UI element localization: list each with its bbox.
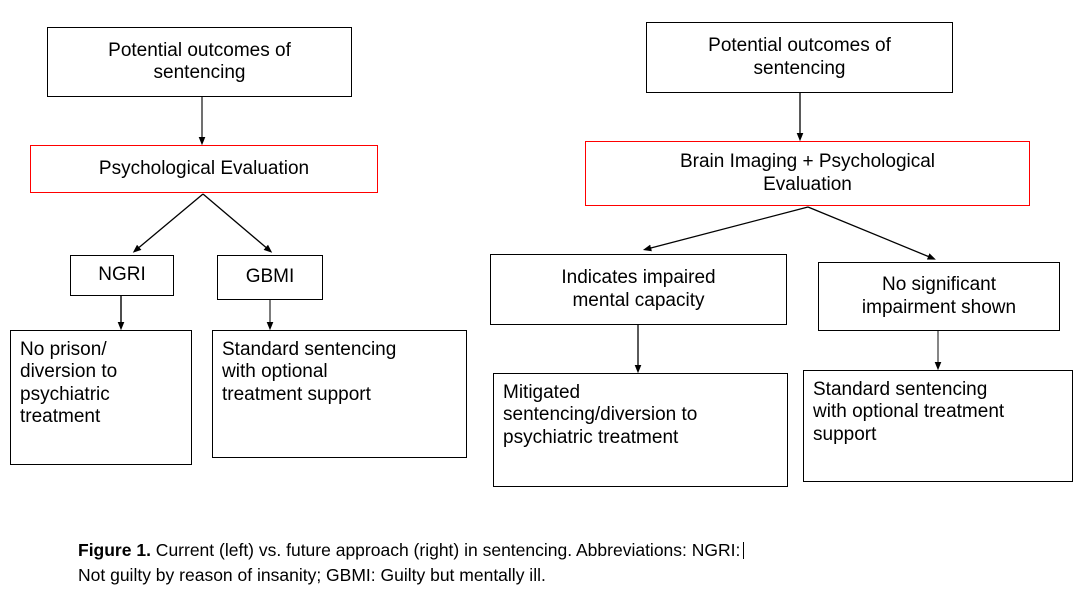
text-cursor-caret	[743, 542, 745, 559]
node-left-evaluation-label: Psychological Evaluation	[98, 157, 310, 179]
figure-caption-number: Figure 1.	[78, 540, 151, 560]
node-left-evaluation[interactable]: Psychological Evaluation	[30, 145, 378, 193]
edge-left-evaluation-to-gbmi	[202, 193, 273, 253]
figure-caption-line2: Not guilty by reason of insanity; GBMI: …	[78, 565, 546, 586]
node-left-ngri[interactable]: NGRI	[70, 255, 174, 296]
figure-caption: Figure 1. Current (left) vs. future appr…	[78, 538, 1073, 589]
node-left-gbmi[interactable]: GBMI	[217, 255, 323, 300]
node-left-gbmi-label: GBMI	[245, 266, 295, 288]
figure-caption-line1: Current (left) vs. future approach (righ…	[150, 540, 741, 560]
node-left-ngri-label: NGRI	[98, 264, 146, 286]
edge-right-evaluation-to-impaired	[642, 206, 809, 252]
edge-right-evaluation-to-no-impairment	[807, 206, 936, 260]
edge-left-evaluation-to-ngri	[132, 193, 204, 253]
